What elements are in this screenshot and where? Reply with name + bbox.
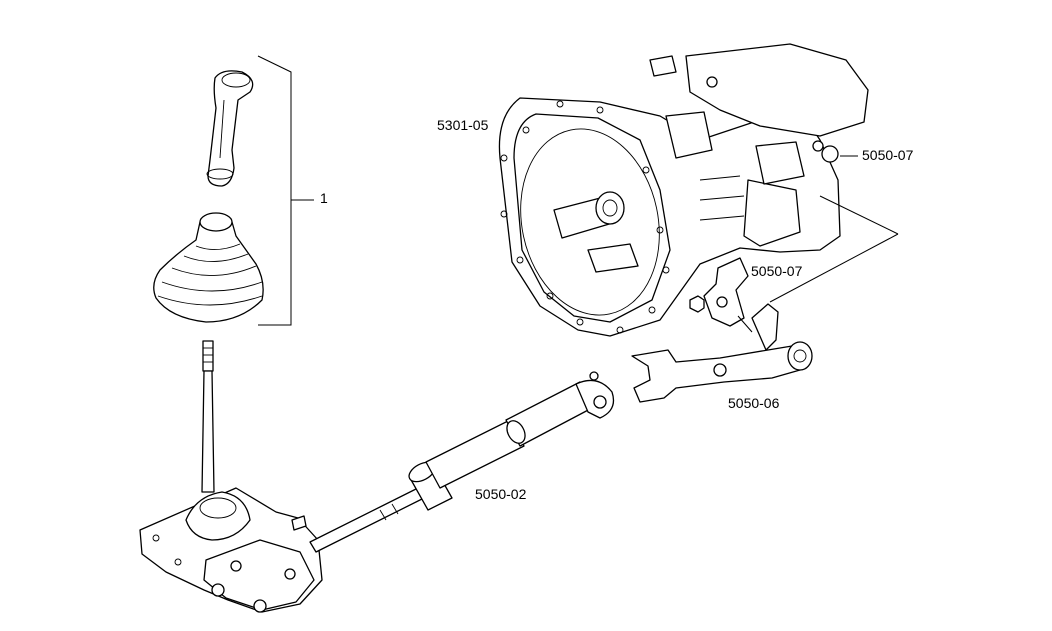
callout-gearbox: 5301-05: [436, 117, 490, 133]
nut[interactable]: [689, 295, 705, 313]
callout-lower-right: 5050-07: [750, 263, 804, 279]
shift-lever-housing[interactable]: [139, 487, 323, 613]
callout-group-1: 1: [319, 190, 329, 206]
gear-lever-rod[interactable]: [201, 340, 215, 493]
transmission-housing[interactable]: [498, 43, 869, 337]
shift-fork[interactable]: [692, 257, 753, 333]
shift-rod[interactable]: [309, 371, 615, 553]
callout-shift-rod: 5050-02: [474, 486, 528, 502]
shift-linkage[interactable]: [631, 303, 813, 403]
gear-knob[interactable]: [206, 70, 254, 187]
callout-upper-right: 5050-07: [861, 147, 915, 163]
group-bracket: [257, 55, 314, 326]
rubber-boot[interactable]: [153, 212, 264, 323]
leader-lines: [769, 155, 899, 303]
callout-linkage: 5050-06: [727, 395, 781, 411]
